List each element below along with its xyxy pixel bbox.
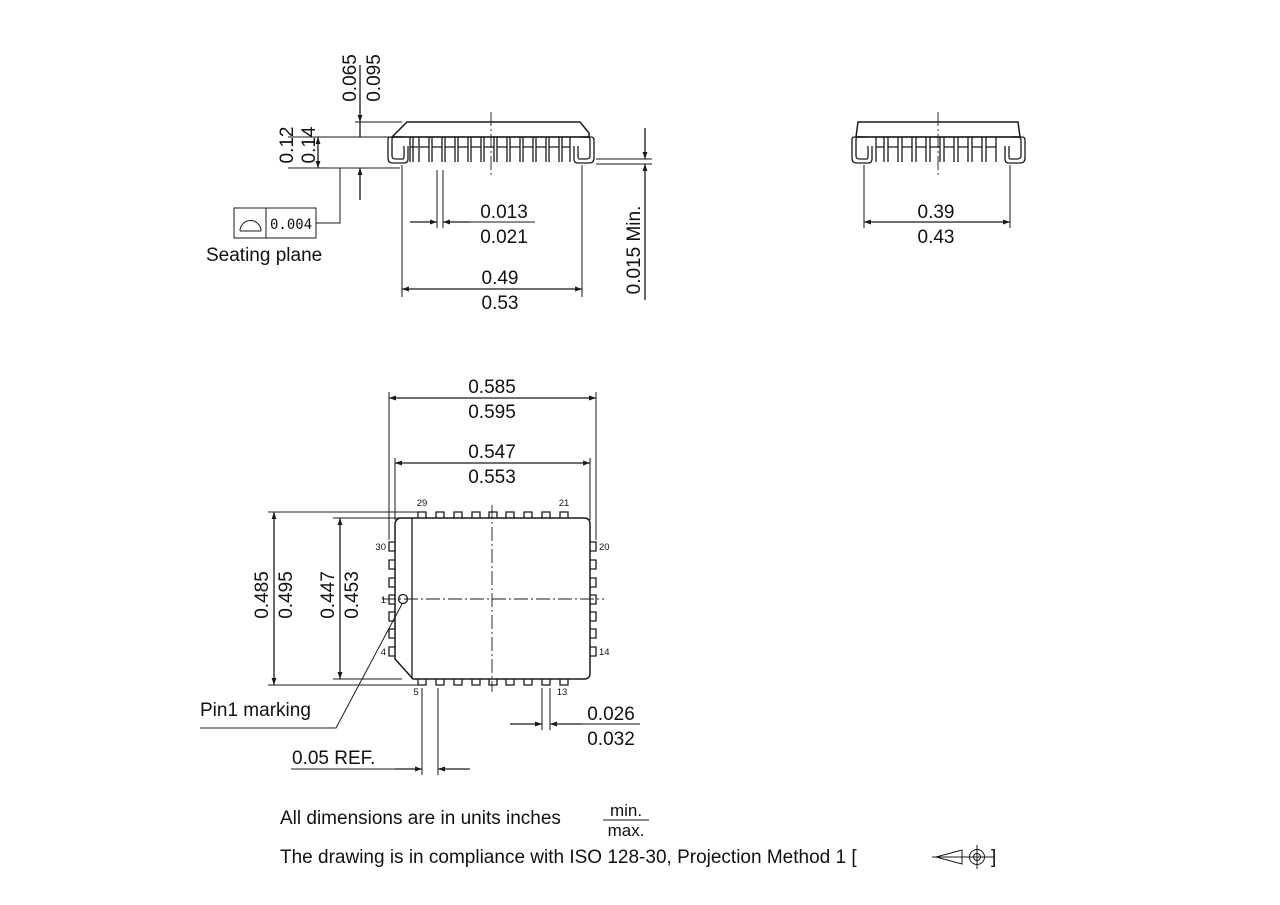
side-view-body bbox=[390, 121, 590, 138]
overall-length-min: 0.485 bbox=[252, 571, 273, 619]
pin-label-21: 21 bbox=[559, 498, 570, 509]
total-height-max: 0.14 bbox=[299, 126, 320, 163]
end-view: 0.39 0.43 bbox=[851, 112, 1026, 248]
top-view-body bbox=[394, 517, 591, 680]
pin-label-1: 1 bbox=[381, 595, 386, 606]
pin-label-30: 30 bbox=[375, 542, 386, 553]
side-view: 0.12 0.14 0.065 0.095 0.004 Seating plan… bbox=[206, 54, 652, 314]
flatness-tolerance-value: 0.004 bbox=[270, 217, 312, 233]
lead-width-max: 0.021 bbox=[480, 227, 528, 248]
lead-width-min: 0.013 bbox=[480, 202, 528, 223]
body-length-min: 0.447 bbox=[318, 571, 339, 619]
lead-span-min: 0.49 bbox=[482, 268, 519, 289]
body-height-min: 0.065 bbox=[340, 54, 361, 102]
notes: All dimensions are in units inches min. … bbox=[280, 801, 996, 869]
right-leads bbox=[590, 541, 597, 657]
projection-method-1-icon bbox=[932, 845, 994, 869]
pin-label-20: 20 bbox=[599, 542, 610, 553]
end-lead-span-min: 0.39 bbox=[918, 202, 955, 223]
flatness-tolerance-frame: 0.004 bbox=[233, 168, 341, 239]
pin1-marking-label: Pin1 marking bbox=[200, 700, 311, 721]
units-fraction-min: min. bbox=[610, 801, 642, 820]
compliance-note: The drawing is in compliance with ISO 12… bbox=[280, 847, 857, 868]
lead-pitch-max: 0.032 bbox=[587, 729, 635, 750]
units-note: All dimensions are in units inches bbox=[280, 808, 561, 829]
pin-label-4: 4 bbox=[381, 647, 386, 658]
lead-span-max: 0.53 bbox=[482, 293, 519, 314]
top-leads bbox=[417, 511, 569, 518]
seating-plane-label: Seating plane bbox=[206, 245, 322, 266]
bottom-leads bbox=[417, 679, 569, 686]
end-lead-span-max: 0.43 bbox=[918, 227, 955, 248]
pin1-marking-dot bbox=[397, 593, 409, 605]
pin-label-29: 29 bbox=[417, 498, 428, 509]
body-height-max: 0.095 bbox=[364, 54, 385, 102]
total-height-min: 0.12 bbox=[277, 127, 298, 164]
lead-pitch-min: 0.026 bbox=[587, 704, 635, 725]
pin-label-14: 14 bbox=[599, 647, 610, 658]
body-width-max: 0.553 bbox=[468, 467, 516, 488]
units-fraction-max: max. bbox=[608, 821, 645, 840]
end-view-leads bbox=[875, 137, 997, 162]
standoff-min: 0.015 Min. bbox=[624, 206, 645, 295]
pin-label-13: 13 bbox=[557, 687, 568, 698]
overall-width-min: 0.585 bbox=[468, 377, 516, 398]
overall-width-max: 0.595 bbox=[468, 402, 516, 423]
overall-length-max: 0.495 bbox=[276, 571, 297, 619]
body-width-min: 0.547 bbox=[468, 442, 516, 463]
flatness-tolerance-icon bbox=[239, 220, 262, 232]
body-length-max: 0.453 bbox=[342, 571, 363, 619]
left-leads bbox=[388, 541, 395, 657]
compliance-note-close: ] bbox=[991, 847, 996, 868]
pin-label-5: 5 bbox=[413, 687, 418, 698]
top-view: 0.585 0.595 0.547 0.553 0.485 0.495 0.44… bbox=[200, 377, 640, 775]
side-view-leads bbox=[409, 137, 571, 162]
chamfer-ref-label: 0.05 REF. bbox=[292, 748, 375, 769]
